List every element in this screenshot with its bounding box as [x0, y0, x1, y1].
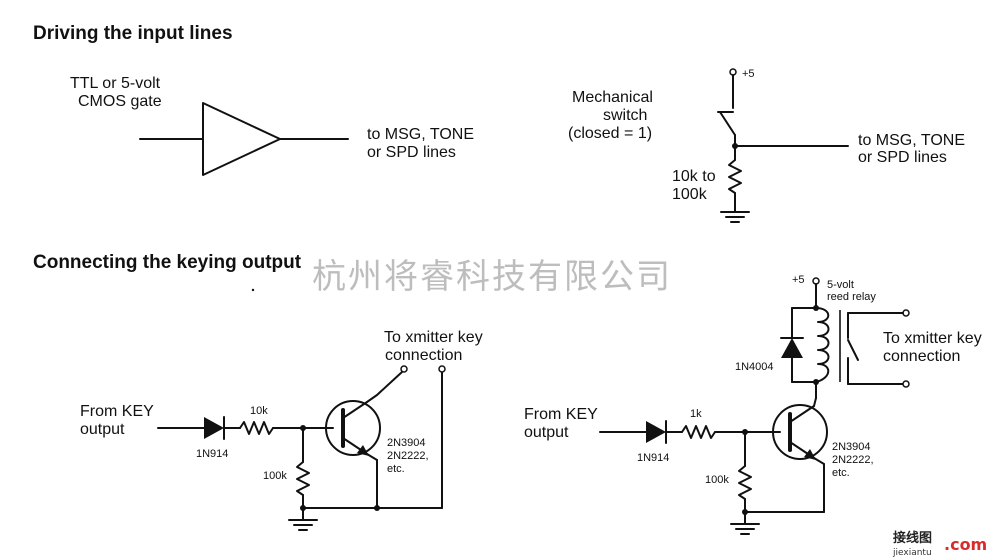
relay-output-terminal-b	[902, 380, 910, 388]
key-left-input-label-line2: output	[80, 421, 125, 438]
relay-supply-label: +5	[792, 274, 805, 286]
key-right-input-label-line1: From KEY	[524, 406, 598, 423]
key-right-diode-1n914	[646, 421, 666, 443]
key-right-diode-label: 1N914	[637, 452, 669, 464]
relay-reed-contact	[847, 339, 859, 361]
key-left-series-resistor-label: 10k	[250, 405, 268, 417]
gate-output-label-line2: or SPD lines	[367, 144, 456, 161]
key-left-series-resistor	[239, 421, 274, 435]
key-right-base-resistor	[738, 465, 752, 500]
key-right-transistor-label-line1: 2N3904	[832, 441, 871, 453]
clamp-diode-1n4004	[781, 338, 803, 358]
relay-label-line1: 5-volt	[827, 279, 854, 291]
mechanical-switch-circuit	[717, 68, 849, 223]
key-right-transistor-label-line2: 2N2222,	[832, 454, 874, 466]
key-right-emitter-lead	[813, 457, 825, 465]
pulldown-resistor-label-line1: 10k to	[672, 168, 716, 185]
key-left-transistor-label-line2: 2N2222,	[387, 450, 429, 462]
key-right-transistor-collector	[789, 405, 815, 423]
pulldown-resistor-label-line2: 100k	[672, 186, 708, 203]
key-left-diode-label: 1N914	[196, 448, 228, 460]
key-left-circuit	[157, 365, 446, 531]
buffer-gate-circuit	[139, 102, 349, 176]
pulldown-resistor	[728, 159, 742, 194]
key-left-output-terminal-b	[438, 365, 446, 373]
key-left-transistor-collector	[342, 401, 368, 419]
key-left-emitter-arrow	[357, 445, 369, 456]
gate-label-line2: CMOS gate	[78, 93, 162, 110]
logo-brand: 接线图	[893, 530, 932, 546]
clamp-diode-label: 1N4004	[735, 361, 774, 373]
key-right-series-resistor	[681, 425, 716, 439]
logo-domain: jiexiantu	[892, 548, 932, 558]
buffer-gate-symbol	[202, 102, 281, 176]
switch-lever	[719, 111, 736, 136]
watermark-company: 杭州将睿科技有限公司	[312, 257, 672, 297]
heading-connecting-keying-output: Connecting the keying output	[33, 252, 302, 273]
key-right-base-resistor-label: 100k	[705, 474, 729, 486]
gate-label-line1: TTL or 5-volt	[70, 75, 161, 92]
switch-output-label-line2: or SPD lines	[858, 149, 947, 166]
stray-mark	[251, 288, 255, 292]
key-left-ground-junction	[300, 505, 306, 511]
key-right-emitter-arrow	[804, 449, 816, 460]
key-right-ground-junction	[742, 509, 748, 515]
key-right-series-resistor-label: 1k	[690, 408, 702, 420]
key-right-circuit	[599, 277, 910, 535]
logo-suffix: .com	[944, 535, 987, 554]
relay-coil	[815, 307, 830, 383]
key-left-base-resistor-label: 100k	[263, 470, 287, 482]
key-right-output-label-line1: To xmitter key	[883, 330, 982, 347]
key-left-transistor-label-line3: etc.	[387, 463, 405, 475]
switch-supply-label: +5	[742, 68, 755, 80]
key-right-input-label-line2: output	[524, 424, 569, 441]
key-right-transistor-label-line3: etc.	[832, 467, 850, 479]
switch-label-line3: (closed = 1)	[568, 125, 652, 142]
key-right-collector-lead	[813, 397, 817, 407]
key-left-transistor-body	[325, 400, 381, 456]
key-left-output-label-line2: connection	[385, 347, 462, 364]
heading-driving-input-lines: Driving the input lines	[33, 23, 233, 44]
site-logo: 接线图 jiexiantu .com	[892, 530, 987, 558]
switch-label-line2: switch	[603, 107, 647, 124]
key-right-output-label-line2: connection	[883, 348, 960, 365]
key-left-emitter-lead	[366, 453, 378, 461]
key-left-emitter-junction	[374, 505, 380, 511]
relay-label-line2: reed relay	[827, 291, 876, 303]
key-left-transistor-label-line1: 2N3904	[387, 437, 426, 449]
switch-label-line1: Mechanical	[572, 89, 653, 106]
switch-output-label-line1: to MSG, TONE	[858, 132, 965, 149]
key-left-base-resistor	[296, 461, 310, 496]
key-right-transistor-body	[772, 404, 828, 460]
key-left-output-terminal-a	[400, 365, 408, 373]
key-left-collector-wire	[366, 371, 403, 403]
gate-output-label-line1: to MSG, TONE	[367, 126, 474, 143]
key-left-diode-1n914	[204, 417, 224, 439]
key-left-input-label-line1: From KEY	[80, 403, 154, 420]
key-left-output-label-line1: To xmitter key	[384, 329, 483, 346]
